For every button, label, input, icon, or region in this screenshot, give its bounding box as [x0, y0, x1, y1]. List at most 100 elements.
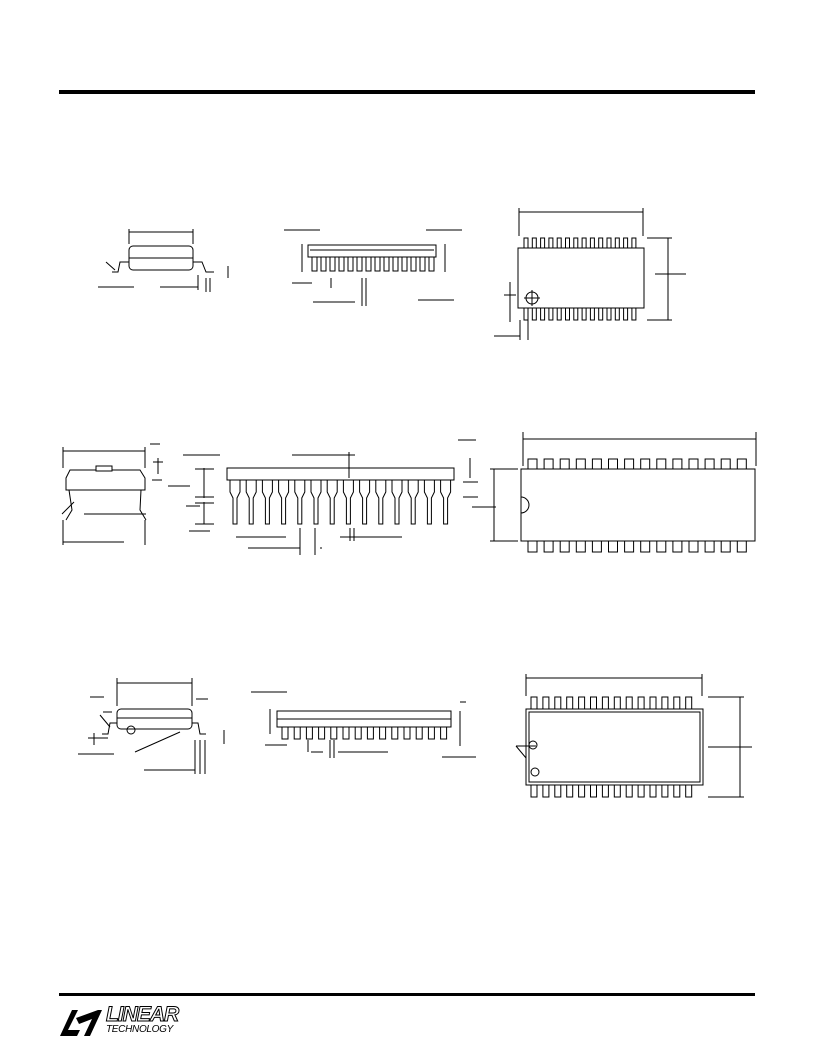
pin — [573, 237, 579, 249]
pin — [672, 458, 683, 470]
pin — [608, 458, 618, 470]
pin — [613, 784, 621, 798]
pin — [601, 696, 609, 710]
pin — [606, 307, 612, 321]
pin — [554, 696, 562, 710]
pin — [631, 237, 637, 249]
pin — [354, 726, 362, 740]
pin — [559, 540, 570, 553]
pin — [649, 784, 657, 798]
linear-technology-logo: LINEAR TECHNOLOGY — [58, 1003, 198, 1044]
pin — [613, 696, 621, 710]
pin — [330, 726, 338, 740]
pin — [281, 726, 289, 740]
pin — [559, 458, 570, 470]
pin — [598, 307, 604, 321]
pin — [379, 726, 387, 740]
pin — [383, 256, 390, 272]
row2-side-view — [168, 439, 478, 555]
pin — [305, 726, 313, 740]
pin — [531, 237, 537, 249]
pin — [530, 784, 538, 798]
pin — [527, 458, 538, 470]
footer-rule — [59, 993, 755, 996]
brand-name-line1: LINEAR — [105, 1003, 179, 1026]
row2-top-view — [472, 432, 757, 553]
pin — [428, 256, 435, 272]
pin — [365, 256, 372, 272]
pin — [625, 784, 633, 798]
pin — [614, 307, 620, 321]
pin — [554, 784, 562, 798]
pin — [614, 237, 620, 249]
pin — [427, 726, 435, 740]
pin — [530, 696, 538, 710]
pin — [589, 237, 595, 249]
row1-top-view — [494, 208, 686, 340]
pin — [440, 726, 448, 740]
pin — [318, 726, 326, 740]
pin — [581, 237, 587, 249]
pin — [624, 540, 635, 553]
pin — [391, 726, 399, 740]
pin — [590, 696, 597, 710]
row2-top-pins — [527, 458, 747, 553]
pin — [294, 479, 306, 525]
pin — [573, 307, 579, 321]
pin — [329, 256, 336, 272]
pin — [565, 307, 570, 321]
pin — [589, 307, 595, 321]
pin — [736, 458, 747, 470]
pin — [631, 307, 637, 321]
pin — [556, 307, 562, 321]
pin — [685, 696, 693, 710]
pin — [391, 479, 403, 525]
pin — [672, 540, 683, 553]
pin — [523, 307, 529, 321]
pin — [704, 540, 715, 553]
pin — [401, 256, 408, 272]
pin — [575, 540, 586, 553]
pin — [403, 726, 411, 740]
pin — [540, 237, 546, 249]
pin — [606, 237, 612, 249]
pin — [531, 307, 537, 321]
pin — [392, 256, 399, 272]
pin — [704, 458, 715, 470]
row1-end-view — [98, 229, 229, 292]
pin — [637, 696, 645, 710]
pin — [661, 696, 669, 710]
pin — [637, 784, 645, 798]
row1-side-view — [284, 229, 462, 306]
pin — [278, 479, 290, 525]
pin — [440, 479, 452, 525]
pin — [625, 696, 633, 710]
pin — [347, 256, 354, 272]
pin — [556, 237, 562, 249]
pin — [423, 479, 435, 525]
pin — [720, 540, 731, 553]
pin — [261, 479, 273, 525]
pin — [688, 540, 699, 553]
pin — [359, 479, 371, 525]
pin — [601, 784, 609, 798]
pin — [608, 540, 618, 553]
pin — [578, 696, 586, 710]
pin — [656, 458, 667, 470]
pin — [375, 479, 387, 525]
header-rule — [59, 90, 755, 94]
pin — [685, 784, 693, 798]
pin — [410, 256, 417, 272]
pin — [229, 479, 241, 525]
pin — [374, 256, 381, 272]
pin — [527, 540, 538, 553]
pin — [688, 458, 699, 470]
brand-name-line2: TECHNOLOGY — [106, 1024, 174, 1035]
pin — [575, 458, 586, 470]
pin — [543, 458, 554, 470]
pin — [311, 256, 318, 272]
pin — [326, 479, 338, 525]
pin — [566, 784, 574, 798]
pin — [649, 696, 657, 710]
